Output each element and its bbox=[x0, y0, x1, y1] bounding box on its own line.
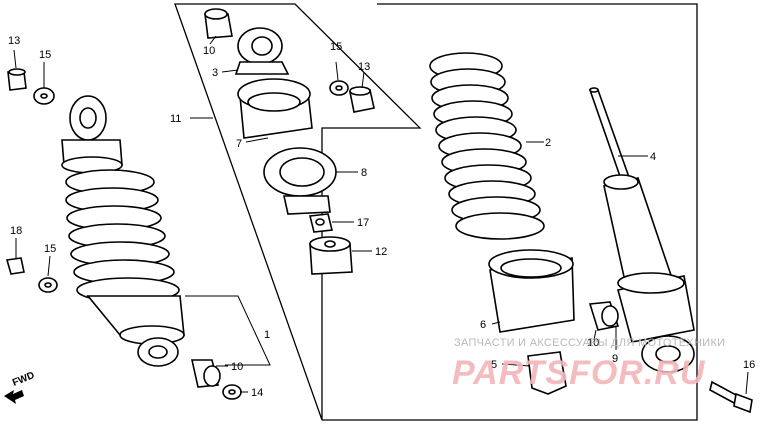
callout-12: 12 bbox=[375, 246, 387, 258]
washer-15-top bbox=[33, 87, 55, 105]
callout-17: 17 bbox=[357, 217, 369, 229]
bracket-item-1 bbox=[185, 295, 271, 366]
callout-10-top: 10 bbox=[203, 45, 215, 57]
bolt-16 bbox=[709, 380, 753, 414]
callout-18: 18 bbox=[10, 225, 22, 237]
damper-4 bbox=[588, 87, 695, 373]
callout-1: 1 bbox=[264, 329, 270, 341]
callout-numbers: 13 15 18 15 10 3 11 7 15 13 8 17 12 1 10… bbox=[8, 35, 755, 399]
fwd-label: FWD bbox=[11, 370, 36, 389]
leader-lines bbox=[13, 35, 749, 395]
fwd-arrow-icon bbox=[4, 390, 24, 404]
callout-15-top: 15 bbox=[39, 49, 51, 61]
spring-seat-7 bbox=[237, 78, 313, 139]
nut-18 bbox=[5, 257, 25, 275]
callout-6: 6 bbox=[480, 319, 486, 331]
callout-9: 9 bbox=[612, 353, 618, 365]
callout-15-right: 15 bbox=[330, 41, 342, 53]
bushing-10-bottom bbox=[191, 359, 221, 388]
spring-2 bbox=[429, 52, 545, 240]
shock-absorber-assembly bbox=[61, 95, 185, 367]
bushing-10-right bbox=[588, 301, 620, 331]
callout-14: 14 bbox=[251, 387, 263, 399]
stopper-8 bbox=[263, 147, 337, 215]
callout-15-left: 15 bbox=[44, 243, 56, 255]
callout-13-left: 13 bbox=[8, 35, 20, 47]
rubber-12 bbox=[309, 236, 353, 275]
callout-4: 4 bbox=[650, 151, 656, 163]
callout-16: 16 bbox=[743, 359, 755, 371]
nut-17 bbox=[309, 213, 333, 233]
callout-13-right: 13 bbox=[358, 61, 370, 73]
washer-15-left bbox=[38, 277, 58, 293]
callout-7: 7 bbox=[236, 138, 242, 150]
washer-14 bbox=[222, 384, 242, 400]
watermark-tagline: ЗАПЧАСТИ И АКСЕССУАРЫ ДЛЯ МОТОТЕХНИКИ bbox=[454, 337, 725, 349]
washer-15-right bbox=[329, 80, 349, 96]
upper-eye-3 bbox=[234, 27, 290, 75]
callout-11: 11 bbox=[170, 113, 181, 125]
callout-5: 5 bbox=[491, 359, 497, 371]
adjuster-5 bbox=[527, 351, 567, 395]
watermark-logo: PARTSFOR.RU bbox=[452, 354, 706, 392]
callout-3: 3 bbox=[212, 67, 218, 79]
callout-8: 8 bbox=[361, 167, 367, 179]
spring-seat-6 bbox=[488, 249, 575, 333]
callout-10-right: 10 bbox=[587, 337, 599, 349]
cap-nut-13-right bbox=[349, 86, 375, 113]
bushing-10-top bbox=[204, 8, 233, 39]
watermark: ЗАПЧАСТИ И АКСЕССУАРЫ ДЛЯ МОТОТЕХНИКИ PA… bbox=[452, 337, 725, 392]
assembly-boundary-11 bbox=[174, 3, 422, 421]
assembly-boundary-main bbox=[322, 3, 698, 421]
callout-2: 2 bbox=[545, 137, 551, 149]
callout-10-bottom: 10 bbox=[231, 361, 243, 373]
cap-nut-13 bbox=[7, 68, 27, 91]
